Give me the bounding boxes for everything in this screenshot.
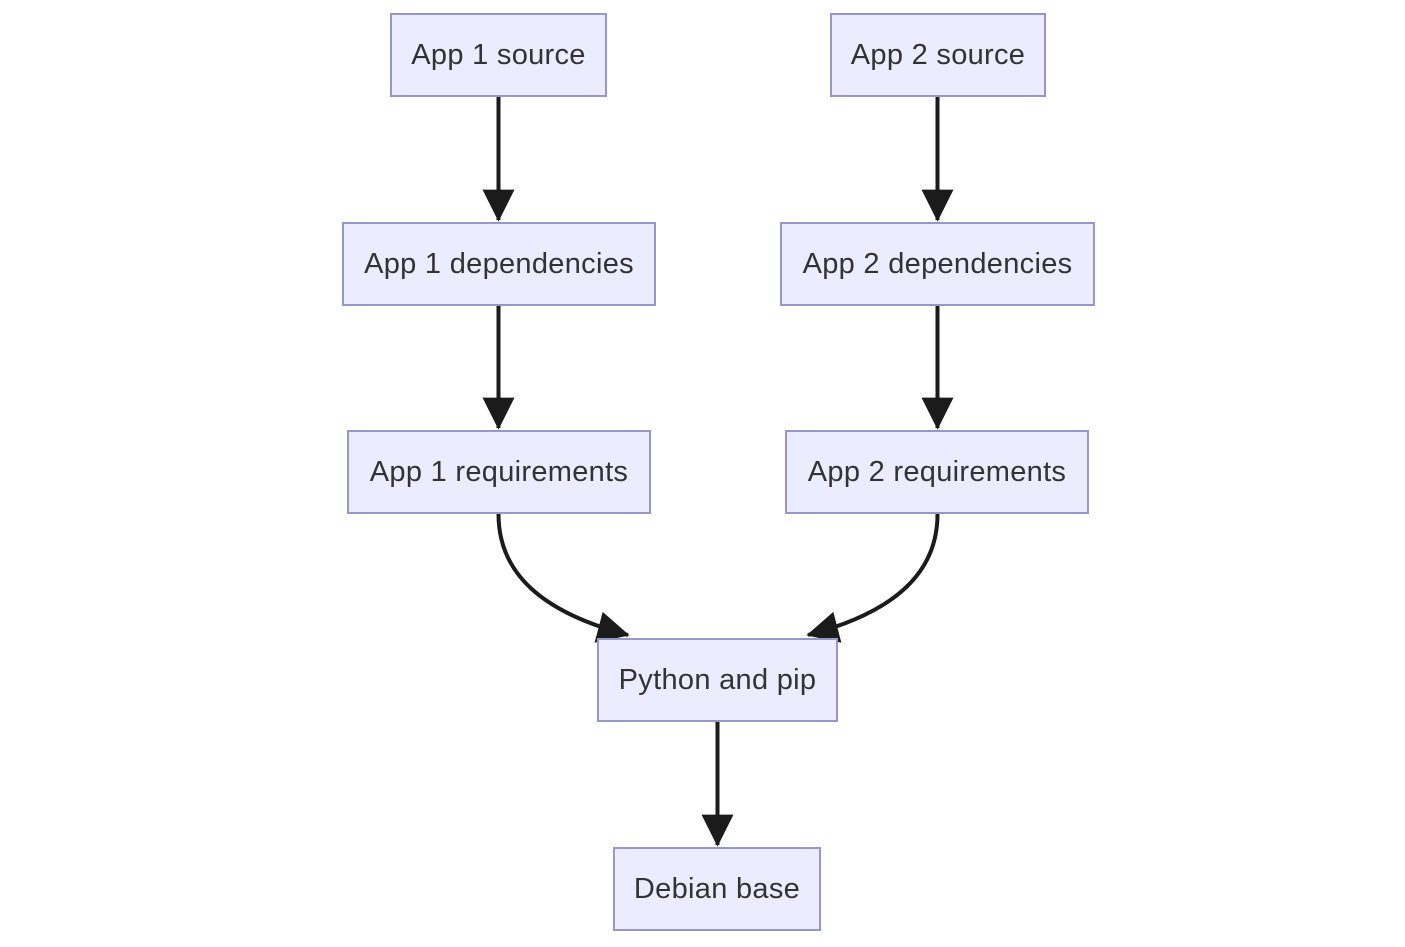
- node-app1-source-label: App 1 source: [411, 38, 586, 71]
- node-app2-source: App 2 source: [830, 13, 1046, 97]
- node-debian-base: Debian base: [613, 847, 821, 931]
- node-app1-dependencies-label: App 1 dependencies: [364, 247, 634, 280]
- node-app2-requirements: App 2 requirements: [785, 430, 1089, 514]
- edge-app1-requirements-to-python-pip: [496, 513, 630, 643]
- node-app2-requirements-label: App 2 requirements: [807, 455, 1067, 488]
- node-app1-requirements: App 1 requirements: [347, 430, 651, 514]
- node-app2-dependencies-label: App 2 dependencies: [802, 247, 1073, 280]
- node-debian-base-label: Debian base: [633, 872, 801, 905]
- node-app1-dependencies: App 1 dependencies: [342, 222, 656, 306]
- node-app1-source: App 1 source: [390, 13, 607, 97]
- node-app2-dependencies: App 2 dependencies: [780, 222, 1095, 306]
- node-python-pip-label: Python and pip: [618, 663, 817, 696]
- edge-app2-requirements-to-python-pip: [806, 513, 940, 643]
- node-app1-requirements-label: App 1 requirements: [369, 455, 629, 488]
- node-app2-source-label: App 2 source: [850, 38, 1026, 71]
- node-python-pip: Python and pip: [597, 638, 838, 722]
